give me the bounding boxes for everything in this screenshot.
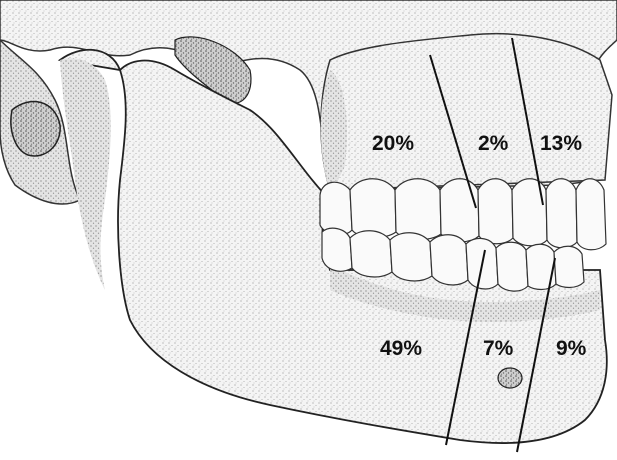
ear-opening: [11, 102, 60, 156]
label-lower-anterior: 9%: [556, 337, 587, 360]
label-lower-posterior: 49%: [380, 337, 422, 360]
label-upper-middle: 2%: [478, 132, 509, 155]
label-upper-posterior: 20%: [372, 132, 414, 155]
label-lower-middle: 7%: [483, 337, 514, 360]
label-upper-anterior: 13%: [540, 132, 582, 155]
mental-foramen: [498, 368, 522, 388]
maxilla: [321, 34, 612, 190]
